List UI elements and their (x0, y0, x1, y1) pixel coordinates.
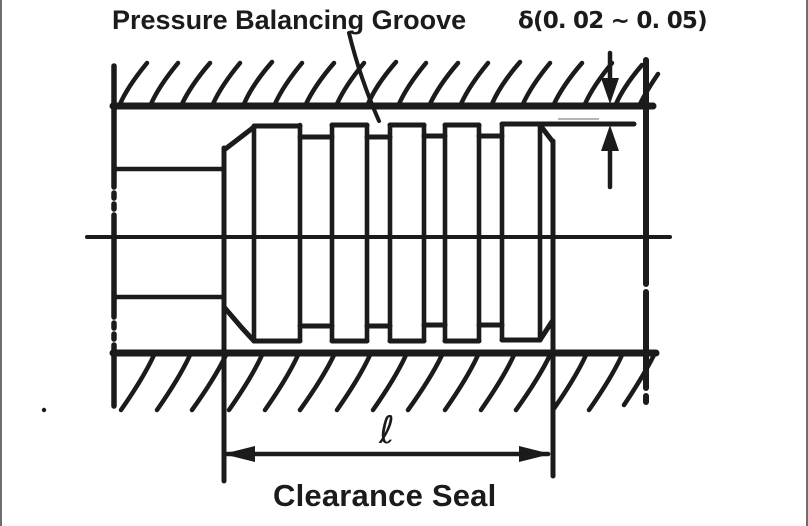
bottom-wall-hatching (118, 352, 657, 413)
groove-edge-lines (251, 121, 543, 344)
pressure-balancing-groove-label: Pressure Balancing Groove (112, 5, 467, 35)
length-dimension-label: ℓ (379, 408, 395, 452)
groove-bottom-lines (297, 322, 505, 329)
groove-top-lines (297, 133, 505, 140)
delta-arrowhead-down-icon (601, 78, 619, 104)
clearance-dimension-label: δ(0. 02 ~ 0. 05) (518, 8, 708, 34)
length-dimension (223, 446, 551, 462)
piston-left-chamfers (221, 124, 257, 344)
stray-dot (41, 407, 47, 413)
delta-arrowhead-up-icon (601, 125, 619, 151)
length-arrowhead-right-icon (519, 446, 551, 462)
clearance-dimension (499, 50, 637, 190)
piston-land-bottom-lines (251, 337, 543, 344)
groove-leader-line (347, 31, 381, 123)
figure-caption: Clearance Seal (273, 478, 497, 513)
length-arrowhead-left-icon (223, 446, 255, 462)
piston-land-top-lines (251, 122, 482, 129)
top-wall-hatching (117, 59, 661, 107)
piston (221, 121, 556, 484)
